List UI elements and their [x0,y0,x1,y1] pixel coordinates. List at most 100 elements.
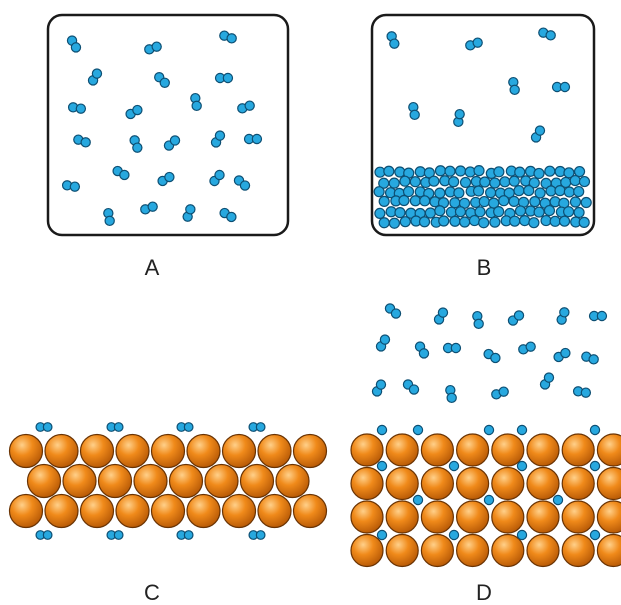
hydrogen-molecule [163,135,181,151]
hydrogen-atom [545,30,556,41]
metal-atom [44,493,79,529]
hydrogen-atom [543,372,555,383]
metal-atom [385,500,419,534]
liquid-hydrogen-atom [540,214,552,227]
metal-atom [79,493,115,529]
panel-label-b: B [477,255,492,280]
hydrogen-atom [147,201,158,212]
metal-atom [8,433,44,469]
panel-c: C [8,422,328,605]
hydrogen-atom [80,137,91,148]
liquid-hydrogen-atom [478,195,490,208]
hydrogen-molecule [157,171,175,187]
hydrogen-atom [159,77,170,88]
liquid-hydrogen-atom [489,177,501,189]
liquid-hydrogen-atom [508,195,520,208]
absorbed-hydrogen-atom [412,424,424,436]
liquid-hydrogen-atom [468,214,481,227]
liquid-hydrogen-atom [578,175,591,188]
liquid-hydrogen-atom [554,185,566,197]
hydrogen-molecule [518,341,536,355]
hydrogen-atom [191,100,202,112]
liquid-hydrogen-atom [459,176,472,189]
hydrogen-atom [580,387,592,398]
hydrogen-molecule [140,201,158,215]
metal-atom [275,463,310,499]
hydrogen-molecule [507,310,525,326]
hydrogen-atom [183,422,194,432]
hydrogen-molecule [442,342,462,354]
metal-atom [350,433,384,467]
hydrogen-molecule [129,135,143,153]
metal-atom [350,533,384,568]
hydrogen-atom [214,130,226,141]
metal-atom [239,463,275,499]
liquid-hydrogen-atom [399,175,411,187]
liquid-hydrogen-atom [498,195,510,207]
liquid-hydrogen-atom [573,185,585,198]
hydrogen-atom [588,354,599,365]
hydrogen-atom [559,81,571,93]
gas-molecules-b [386,27,571,143]
metal-atom [420,500,454,534]
hydrogen-molecule [73,134,91,148]
liquid-hydrogen-atom [402,185,415,198]
metal-atom [596,500,621,534]
hydrogen-atom [418,348,430,359]
hydrogen-atom [69,181,81,192]
hydrogen-molecule [588,310,608,322]
metal-lattice-d [350,433,621,568]
metal-atom [292,433,328,469]
hydrogen-molecule [445,384,457,404]
hydrogen-molecule [87,68,103,86]
hydrogen-molecule [551,81,571,93]
liquid-hydrogen-atom [513,185,525,197]
hydrogen-atom [70,42,82,53]
liquid-hydrogen-atom [474,206,486,218]
panel-a: A [46,13,290,280]
metal-atom [221,493,257,529]
metal-atom [168,463,204,499]
metal-atom [186,493,221,529]
hydrogen-atom [472,37,483,48]
hydrogen-molecule [176,530,194,540]
hydrogen-molecule [214,72,234,84]
hydrogen-atom [509,84,520,96]
hydrogen-atom [450,342,462,354]
hydrogen-molecule [508,76,520,96]
hydrogen-molecule [182,204,196,222]
hydrogen-molecule [103,207,115,227]
liquid-hydrogen-atom [549,215,561,227]
hydrogen-molecule [384,303,402,319]
liquid-hydrogen-atom [508,175,520,187]
hydrogen-molecule [67,102,87,114]
hydrogen-molecule [233,175,251,191]
metal-atom [561,500,595,534]
metal-atom [350,500,384,534]
metal-atom [526,466,560,501]
liquid-hydrogen-atom [454,206,467,218]
hydrogen-molecule [210,130,226,148]
hydrogen-atom [596,310,608,322]
metal-atom [420,466,454,501]
hydrogen-molecule [483,348,501,364]
metal-atom [420,533,454,568]
hydrogen-molecule [491,386,509,400]
metal-atom [596,533,621,568]
liquid-hydrogen-atom [509,215,521,227]
hydrogen-atom [104,215,115,227]
liquid-hydrogen-atom [528,217,540,229]
absorbed-hydrogen-atom [483,494,495,506]
hydrogen-atom [214,169,225,181]
hydrogen-molecule [35,422,53,432]
hydrogen-molecule [248,530,266,540]
hydrogen-atom [255,530,266,540]
hydrogen-molecule [538,27,556,41]
liquid-hydrogen-atom [519,214,531,227]
hydrogen-atom [132,142,143,153]
hydrogen-molecule [408,101,420,121]
liquid-hydrogen-atom [514,205,527,217]
metal-atom [456,500,490,534]
liquid-hydrogen-atom [493,166,505,178]
